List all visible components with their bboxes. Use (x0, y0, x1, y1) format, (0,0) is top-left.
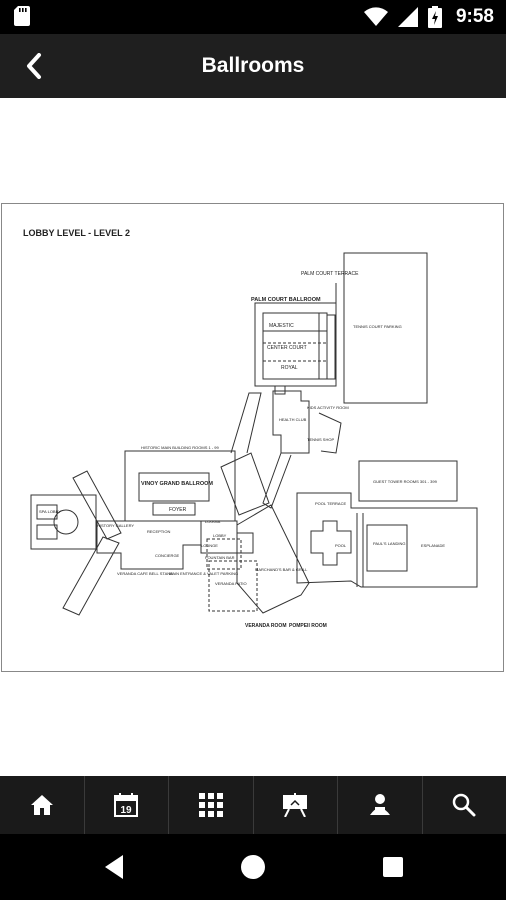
battery-icon (427, 6, 442, 28)
map-label-kids-activity: KIDS ACTIVITY ROOM (307, 405, 349, 410)
nav-home-button[interactable] (0, 776, 84, 834)
map-label-spa-lobby: SPA LOBBY (39, 509, 61, 514)
map-label-lobby: LOBBY (213, 533, 227, 538)
map-label-reception: RECEPTION (147, 529, 170, 534)
map-label-center-court: CENTER COURT (267, 345, 307, 351)
grid-icon (198, 793, 223, 817)
signal-icon (397, 7, 418, 27)
calendar-day: 19 (121, 805, 133, 816)
home-icon (30, 795, 53, 815)
map-label-vinoy-grand: VINOY GRAND BALLROOM (141, 481, 213, 487)
map-label-palm-court-ballroom: PALM COURT BALLROOM (251, 297, 321, 303)
nav-attendees-button[interactable] (337, 776, 422, 834)
map-label-tennis: TENNIS COURT PARKING (353, 324, 402, 329)
calendar-icon: 19 (114, 793, 139, 817)
nav-calendar-button[interactable]: 19 (83, 776, 169, 834)
map-label-pool: POOL (335, 543, 347, 548)
map-label-historic: HISTORIC MAIN BUILDING ROOMS 1 - 99 (141, 445, 219, 450)
map-label-esplanade: ESPLANADE (421, 543, 445, 548)
system-nav-bar (0, 834, 506, 900)
nav-search-button[interactable] (421, 776, 506, 834)
floor-map-svg: LOBBY LEVEL - LEVEL 2 (1, 203, 504, 672)
map-label-history-gallery: HISTORY GALLERY (97, 523, 134, 528)
content-area: LOBBY LEVEL - LEVEL 2 (0, 98, 506, 776)
app-bar: Ballrooms (0, 34, 506, 98)
map-label-pompeii-room: POMPEII ROOM (289, 623, 327, 629)
bottom-nav: 19 (0, 776, 506, 834)
back-button[interactable] (14, 46, 54, 86)
map-label-loggia: LOGGIA (205, 519, 221, 524)
system-recents-button[interactable] (378, 852, 408, 882)
system-back-button[interactable] (99, 852, 129, 882)
wifi-icon (363, 7, 388, 27)
map-label-main-entrance: MAIN ENTRANCE & VALET PARKING (169, 571, 238, 576)
map-label-guest-tower: GUEST TOWER ROOMS 301 - 399 (373, 479, 438, 484)
map-label-lounge: LOUNGE (201, 543, 218, 548)
map-label-marchands: MARCHAND'S BAR & GRILL (255, 567, 308, 572)
map-label-palm-court-terrace: PALM COURT TERRACE (301, 271, 359, 277)
map-label-veranda-room: VERANDA ROOM (245, 623, 286, 629)
status-bar: 9:58 (0, 0, 506, 34)
map-label-bell-stand: BELL STAND (149, 571, 173, 576)
floor-map[interactable]: LOBBY LEVEL - LEVEL 2 (1, 203, 504, 672)
chevron-left-icon (27, 53, 41, 79)
page-title: Ballrooms (201, 54, 305, 77)
map-label-pool-terrace: POOL TERRACE (315, 501, 346, 506)
map-label-health-club: HEALTH CLUB (279, 417, 307, 422)
map-label-pauls: PAUL'S LANDING (373, 541, 405, 546)
circle-home-icon (241, 855, 265, 879)
triangle-back-icon (105, 855, 123, 879)
map-heading: LOBBY LEVEL - LEVEL 2 (23, 228, 130, 238)
easel-icon (283, 793, 308, 817)
sd-card-icon (14, 6, 30, 26)
map-label-veranda-cafe: VERANDA CAFE (117, 571, 148, 576)
status-time: 9:58 (455, 6, 494, 27)
system-home-button[interactable] (238, 852, 268, 882)
search-icon (453, 793, 476, 817)
map-label-concierge: CONCIERGE (155, 553, 180, 558)
square-recents-icon (383, 857, 403, 877)
people-icon (369, 794, 390, 815)
map-label-veranda-patio: VERANDA PATIO (215, 581, 247, 586)
map-label-royal: ROYAL (281, 365, 298, 371)
nav-presentation-button[interactable] (252, 776, 338, 834)
map-label-tennis-shop: TENNIS SHOP (307, 437, 334, 442)
nav-grid-button[interactable] (168, 776, 253, 834)
map-label-foyer: FOYER (169, 507, 187, 513)
map-label-fountain-bar: FOUNTAIN BAR (205, 555, 235, 560)
map-label-majestic: MAJESTIC (269, 323, 294, 329)
